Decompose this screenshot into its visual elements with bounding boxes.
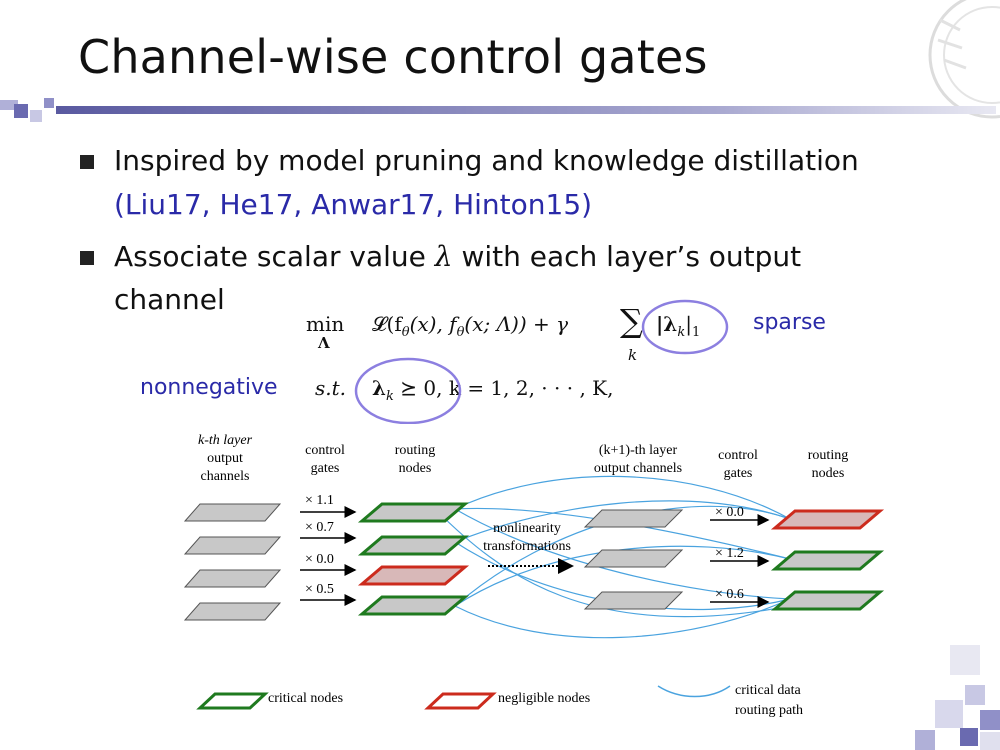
gate-left-4: × 0.5 (305, 582, 334, 597)
label-k1-output: output channels (594, 461, 682, 476)
routing-node-critical (357, 502, 470, 523)
title-underline-bar (0, 98, 996, 122)
equation-min-subscript: Λ (318, 334, 330, 352)
legend-critical-swatch (196, 692, 269, 710)
bullet-marker (80, 251, 94, 265)
label-nodes-right: nodes (812, 466, 845, 481)
label-routing-right: routing (808, 448, 848, 463)
label-gates-left: gates (311, 461, 340, 476)
label-control-right: control (718, 448, 758, 463)
kth-layer-channels (183, 503, 282, 621)
label-k1-layer: (k+1)-th layer (599, 443, 678, 458)
routing-node-critical (357, 535, 470, 556)
legend-negligible-swatch (424, 692, 497, 710)
legend-path-label-1: critical data (735, 683, 801, 698)
routing-node-critical (770, 590, 885, 611)
legend-negligible-label: negligible nodes (498, 691, 590, 706)
bullet-2-text-after: with each layer’s output (461, 240, 802, 273)
corner-decoration (915, 645, 1000, 750)
channel-routing-figure: k-th layer output channels control gates… (170, 424, 888, 730)
legend-path-label-2: routing path (735, 703, 803, 718)
routing-node-critical (357, 595, 470, 616)
bullet-1-text: Inspired by model pruning and knowledge … (114, 144, 859, 177)
equation-objective: 𝓛(fθ(x), fθ(x; Λ)) + γ (372, 312, 569, 340)
label-nodes-left: nodes (399, 461, 432, 476)
equation-constraint: λk ⪰ 0, k = 1, 2, · · · , K, (372, 376, 614, 404)
equation-l1-norm: |λk|1 (656, 312, 701, 340)
equation-sum-index: k (628, 346, 638, 364)
gate-right-2: × 1.2 (715, 546, 744, 561)
label-routing-left: routing (395, 443, 435, 458)
sparse-highlight-ellipse (641, 299, 729, 355)
left-gate-arrows (300, 506, 357, 606)
routing-node-critical (770, 550, 885, 571)
bullet-1-citation: (Liu17, He17, Anwar17, Hinton15) (114, 188, 593, 221)
bullet-2-text-before: Associate scalar value (114, 240, 426, 273)
equation-min-operator: min (306, 312, 345, 336)
gate-left-3: × 0.0 (305, 552, 334, 567)
gate-right-3: × 0.6 (715, 587, 744, 602)
label-transformations: transformations (483, 539, 571, 554)
routing-node-negligible (357, 565, 470, 586)
gate-left-2: × 0.7 (305, 520, 334, 535)
gate-left-1: × 1.1 (305, 493, 334, 508)
lambda-symbol: λ (434, 240, 453, 273)
university-seal-watermark (928, 0, 1000, 119)
label-control-left: control (305, 443, 345, 458)
label-gates-right: gates (724, 466, 753, 481)
right-gate-arrows (710, 514, 770, 608)
label-kth-channels: channels (201, 469, 250, 484)
label-nonlinearity: nonlinearity (493, 521, 561, 536)
label-kth-layer: k-th layer (198, 433, 253, 448)
legend-path-swatch (657, 685, 731, 698)
bullet-2-text-line2: channel (114, 283, 225, 316)
nonnegative-annotation: nonnegative (140, 375, 278, 400)
slide-title: Channel-wise control gates (78, 30, 708, 84)
equation-subject-to: s.t. (315, 376, 347, 400)
legend-critical-label: critical nodes (268, 691, 343, 706)
label-kth-output: output (207, 451, 243, 466)
equation-sum-symbol: ∑ (620, 302, 643, 340)
bullet-marker (80, 155, 94, 169)
sparse-annotation: sparse (753, 310, 826, 335)
k1-layer-channels (583, 509, 684, 610)
nonnegative-highlight-ellipse (354, 357, 462, 425)
gate-right-1: × 0.0 (715, 505, 744, 520)
bullet-2-text: Associate scalar value λ with each layer… (114, 237, 801, 277)
routing-node-negligible (770, 509, 885, 530)
